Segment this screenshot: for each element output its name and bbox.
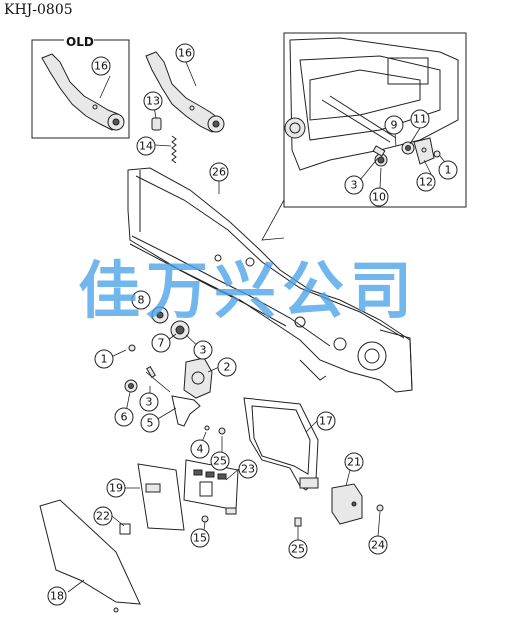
part-spring <box>171 135 177 164</box>
callout-number: 5 <box>147 417 154 430</box>
model-number: KHJ-0805 <box>4 2 73 18</box>
callout-18: 18 <box>47 586 67 606</box>
callout-16-old: 16 <box>91 56 111 76</box>
callout-23: 23 <box>238 459 258 479</box>
callout-number: 3 <box>351 179 358 192</box>
callout-15: 15 <box>190 528 210 548</box>
callout-number: 18 <box>50 590 64 603</box>
old-box-label: OLD <box>66 35 94 49</box>
part-bracket <box>201 427 384 527</box>
callout-number: 3 <box>200 344 207 357</box>
callout-24: 24 <box>368 535 388 555</box>
callout-number: 11 <box>413 113 427 126</box>
callout-number: 15 <box>193 532 207 545</box>
callout-9: 9 <box>384 115 404 135</box>
callout-number: 3 <box>146 396 153 409</box>
callout-26: 26 <box>209 162 229 182</box>
callout-number: 9 <box>391 119 398 132</box>
callout-4: 4 <box>190 439 210 459</box>
callout-number: 12 <box>419 176 433 189</box>
callout-number: 17 <box>319 415 333 428</box>
callout-number: 23 <box>241 463 255 476</box>
callout-16: 16 <box>175 43 195 63</box>
callout-1-detail: 1 <box>438 160 458 180</box>
part-pin <box>151 117 162 131</box>
callout-19: 19 <box>106 478 126 498</box>
callout-25a: 25 <box>210 451 230 471</box>
callout-number: 1 <box>445 164 452 177</box>
callout-5: 5 <box>140 413 160 433</box>
callout-8: 8 <box>131 290 151 310</box>
company-watermark: 佳万兴公司 <box>78 254 418 327</box>
callout-3: 3 <box>193 340 213 360</box>
part-circuit-board <box>183 459 239 515</box>
callout-number: 24 <box>371 539 385 552</box>
callout-3-detail: 3 <box>344 175 364 195</box>
callout-21: 21 <box>344 452 364 472</box>
callout-13: 13 <box>143 91 163 111</box>
callout-22: 22 <box>93 506 113 526</box>
callout-11: 11 <box>410 109 430 129</box>
part-cover-plate <box>243 397 319 491</box>
old-parts-box: OLD <box>31 34 130 139</box>
callout-number: 8 <box>138 294 145 307</box>
callout-number: 10 <box>372 191 386 204</box>
callout-number: 4 <box>197 443 204 456</box>
callout-12: 12 <box>416 172 436 192</box>
callout-10: 10 <box>369 187 389 207</box>
callout-17: 17 <box>316 411 336 431</box>
callout-number: 16 <box>178 47 192 60</box>
callout-2: 2 <box>217 357 237 377</box>
part-side-cover <box>39 499 141 613</box>
callout-1: 1 <box>94 349 114 369</box>
callout-number: 19 <box>109 482 123 495</box>
callout-number: 22 <box>96 510 110 523</box>
callout-14: 14 <box>136 136 156 156</box>
callout-number: 25 <box>213 455 227 468</box>
callout-3b: 3 <box>139 392 159 412</box>
callout-number: 13 <box>146 95 160 108</box>
callout-number: 16 <box>94 60 108 73</box>
callout-number: 21 <box>347 456 361 469</box>
callout-number: 25 <box>291 543 305 556</box>
detail-inset-box <box>261 32 467 241</box>
callout-number: 26 <box>212 166 226 179</box>
part-feeder-frame <box>127 167 413 393</box>
part-guide-plate <box>137 463 185 531</box>
part-lever <box>145 51 225 133</box>
callout-6: 6 <box>114 407 134 427</box>
callout-number: 1 <box>101 353 108 366</box>
callout-number: 14 <box>139 140 153 153</box>
callout-labels: 16 16 13 14 26 11 9 1 3 10 12 8 1 7 3 2 … <box>47 43 458 606</box>
callout-25b: 25 <box>288 539 308 559</box>
callout-number: 7 <box>158 337 165 350</box>
callout-7: 7 <box>151 333 171 353</box>
callout-number: 6 <box>121 411 128 424</box>
callout-number: 2 <box>224 361 231 374</box>
